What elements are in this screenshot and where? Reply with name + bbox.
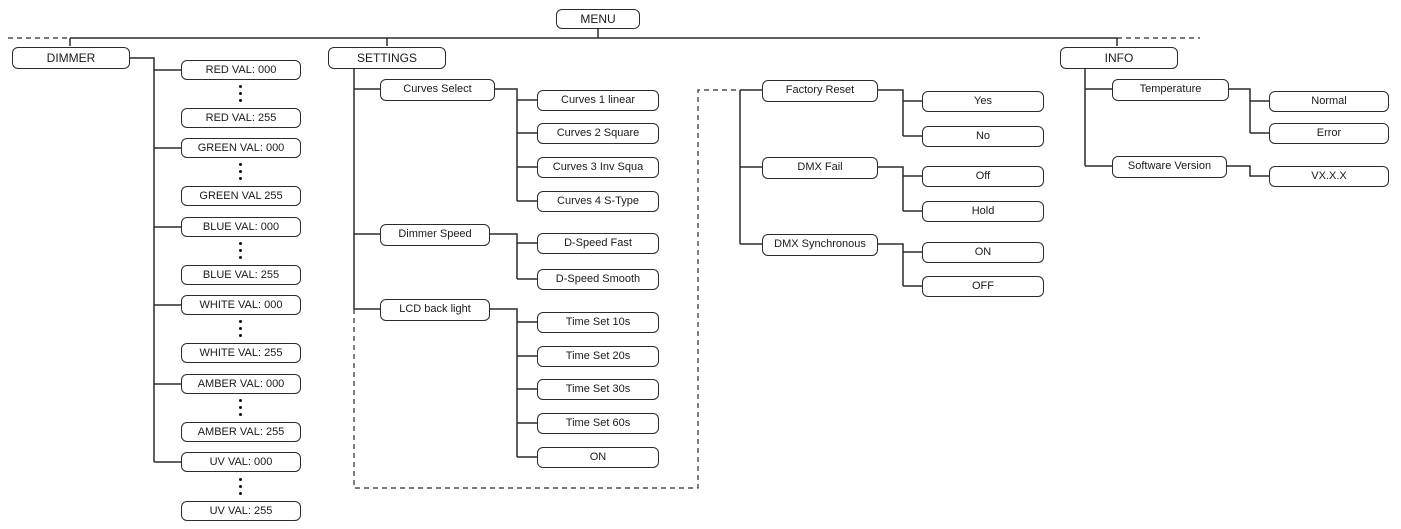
item-label: AMBER VAL: 000	[197, 377, 285, 390]
option-label: Time Set 60s	[565, 417, 631, 429]
option-label: Time Set 30s	[565, 383, 631, 395]
option-label: Yes	[974, 95, 992, 107]
temperature-node[interactable]: Temperature	[1112, 79, 1229, 101]
node-label: DMX Synchronous	[774, 238, 866, 250]
node-label: LCD back light	[399, 303, 471, 315]
option-label: D-Speed Fast	[564, 237, 632, 249]
option-label: Off	[975, 170, 991, 182]
option-label: Time Set 20s	[565, 350, 631, 362]
dimmer-item-blue-000[interactable]: BLUE VAL: 000	[181, 217, 301, 237]
item-label: GREEN VAL 255	[199, 189, 283, 202]
curves-option-1[interactable]: Curves 1 linear	[537, 90, 659, 111]
dmx-sync-option-off[interactable]: OFF	[922, 276, 1044, 297]
option-label: No	[975, 130, 991, 142]
curves-option-4[interactable]: Curves 4 S-Type	[537, 191, 659, 212]
node-label: Dimmer Speed	[398, 228, 472, 240]
item-label: RED VAL: 255	[205, 111, 277, 124]
dimmer-item-amber-255[interactable]: AMBER VAL: 255	[181, 422, 301, 442]
option-label: ON	[589, 451, 607, 463]
node-label: Factory Reset	[785, 84, 855, 96]
settings-label: SETTINGS	[356, 51, 417, 65]
option-label: ON	[974, 246, 992, 258]
curves-select-node[interactable]: Curves Select	[380, 79, 495, 101]
item-label: BLUE VAL: 255	[202, 268, 280, 281]
item-label: GREEN VAL: 000	[197, 141, 285, 154]
item-label: WHITE VAL: 255	[199, 346, 283, 359]
item-label: UV VAL: 255	[209, 504, 273, 517]
option-label: Error	[1316, 127, 1342, 139]
dimmer-item-red-255[interactable]: RED VAL: 255	[181, 108, 301, 128]
lcd-option-20s[interactable]: Time Set 20s	[537, 346, 659, 367]
dimmer-speed-node[interactable]: Dimmer Speed	[380, 224, 490, 246]
option-label: Hold	[971, 205, 995, 217]
dimmer-item-uv-255[interactable]: UV VAL: 255	[181, 501, 301, 521]
dimmer-item-white-000[interactable]: WHITE VAL: 000	[181, 295, 301, 315]
software-version-node[interactable]: Software Version	[1112, 156, 1227, 178]
dmx-synchronous-node[interactable]: DMX Synchronous	[762, 234, 878, 256]
settings-node[interactable]: SETTINGS	[328, 47, 446, 69]
temperature-option-error[interactable]: Error	[1269, 123, 1389, 144]
node-label: Curves Select	[403, 83, 472, 95]
option-label: D-Speed Smooth	[555, 273, 641, 285]
option-label: OFF	[972, 280, 994, 292]
dimmer-item-green-000[interactable]: GREEN VAL: 000	[181, 138, 301, 158]
factory-reset-node[interactable]: Factory Reset	[762, 80, 878, 102]
menu-root-node[interactable]: MENU	[556, 9, 640, 29]
dimmer-item-uv-000[interactable]: UV VAL: 000	[181, 452, 301, 472]
option-label: Curves 3 Inv Squa	[552, 161, 644, 173]
factory-reset-option-no[interactable]: No	[922, 126, 1044, 147]
menu-root-label: MENU	[580, 12, 616, 26]
lcd-back-light-node[interactable]: LCD back light	[380, 299, 490, 321]
item-label: WHITE VAL: 000	[199, 298, 283, 311]
curves-option-2[interactable]: Curves 2 Square	[537, 123, 659, 144]
curves-option-3[interactable]: Curves 3 Inv Squa	[537, 157, 659, 178]
software-version-value[interactable]: VX.X.X	[1269, 166, 1389, 187]
dimmer-label: DIMMER	[46, 51, 96, 65]
lcd-option-30s[interactable]: Time Set 30s	[537, 379, 659, 400]
option-label: Normal	[1311, 95, 1347, 107]
item-label: RED VAL: 000	[205, 63, 277, 76]
dimmer-item-white-255[interactable]: WHITE VAL: 255	[181, 343, 301, 363]
item-label: AMBER VAL: 255	[197, 425, 285, 438]
dmx-sync-option-on[interactable]: ON	[922, 242, 1044, 263]
item-label: UV VAL: 000	[209, 455, 273, 468]
info-label: INFO	[1104, 51, 1134, 65]
dmx-fail-option-off[interactable]: Off	[922, 166, 1044, 187]
node-label: Software Version	[1127, 160, 1212, 172]
node-label: Temperature	[1139, 83, 1202, 95]
lcd-option-10s[interactable]: Time Set 10s	[537, 312, 659, 333]
lcd-option-on[interactable]: ON	[537, 447, 659, 468]
option-label: VX.X.X	[1311, 170, 1347, 182]
dimmer-speed-option-fast[interactable]: D-Speed Fast	[537, 233, 659, 254]
dmx-fail-option-hold[interactable]: Hold	[922, 201, 1044, 222]
item-label: BLUE VAL: 000	[202, 220, 280, 233]
node-label: DMX Fail	[797, 161, 843, 173]
option-label: Curves 1 linear	[561, 94, 635, 106]
info-node[interactable]: INFO	[1060, 47, 1178, 69]
lcd-option-60s[interactable]: Time Set 60s	[537, 413, 659, 434]
option-label: Time Set 10s	[565, 316, 631, 328]
dimmer-item-amber-000[interactable]: AMBER VAL: 000	[181, 374, 301, 394]
dimmer-node[interactable]: DIMMER	[12, 47, 130, 69]
factory-reset-option-yes[interactable]: Yes	[922, 91, 1044, 112]
dimmer-item-blue-255[interactable]: BLUE VAL: 255	[181, 265, 301, 285]
dmx-fail-node[interactable]: DMX Fail	[762, 157, 878, 179]
temperature-option-normal[interactable]: Normal	[1269, 91, 1389, 112]
dimmer-speed-option-smooth[interactable]: D-Speed Smooth	[537, 269, 659, 290]
option-label: Curves 4 S-Type	[557, 195, 639, 207]
dimmer-item-green-255[interactable]: GREEN VAL 255	[181, 186, 301, 206]
option-label: Curves 2 Square	[556, 127, 640, 139]
dimmer-item-red-000[interactable]: RED VAL: 000	[181, 60, 301, 80]
